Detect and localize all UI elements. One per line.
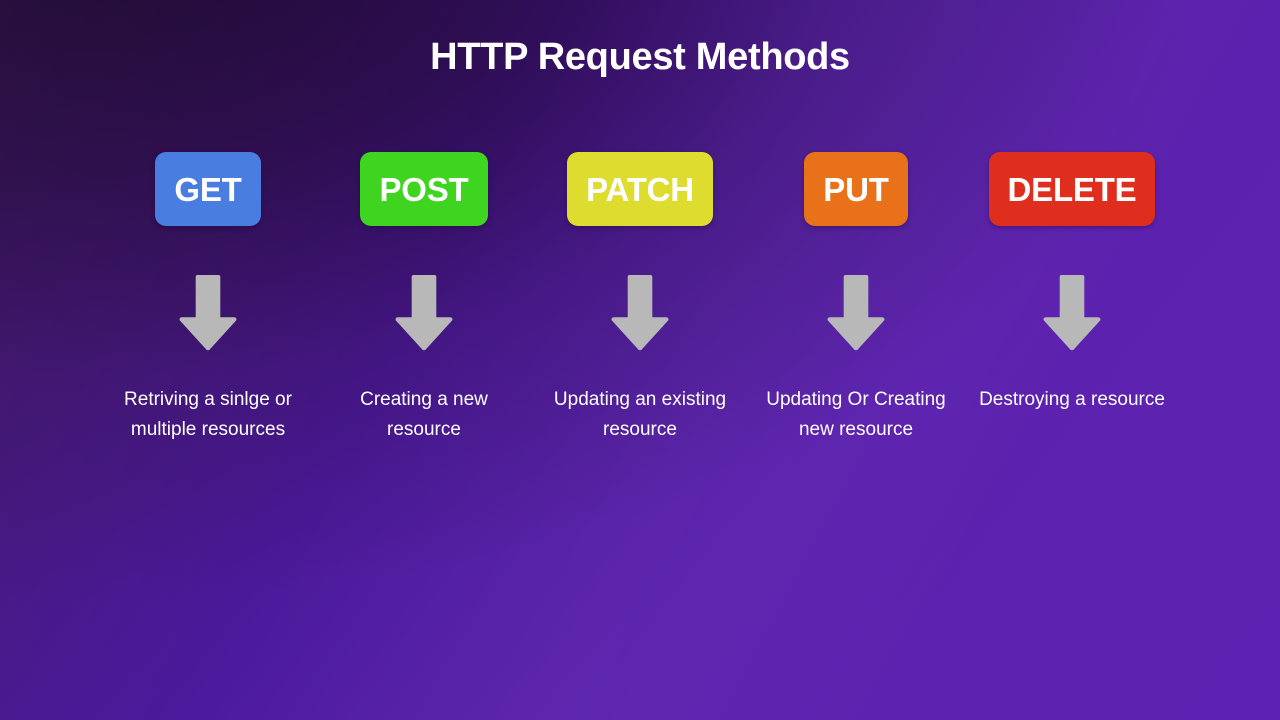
arrow-down-icon	[179, 275, 237, 351]
method-badge-label: DELETE	[1007, 170, 1137, 208]
method-badge-label: GET	[174, 170, 242, 208]
method-column-delete: DELETE Destroying a resource	[964, 152, 1180, 415]
method-description-delete: Destroying a resource	[979, 389, 1165, 410]
method-description-patch: Updating an existing resource	[553, 389, 727, 440]
method-badge-get[interactable]: GET	[155, 152, 261, 226]
method-badge-delete[interactable]: DELETE	[988, 152, 1156, 226]
method-badge-post[interactable]: POST	[360, 152, 488, 226]
method-badge-put[interactable]: PUT	[804, 152, 908, 226]
arrow-down-icon	[1043, 275, 1101, 351]
method-columns: GET Retriving a sinlge or multiple resou…	[0, 152, 1280, 445]
method-column-get: GET Retriving a sinlge or multiple resou…	[100, 152, 316, 445]
method-badge-patch[interactable]: PATCH	[567, 152, 713, 226]
method-badge-label: PATCH	[586, 170, 694, 208]
method-column-patch: PATCH Updating an existing resource	[532, 152, 748, 445]
arrow-down-icon	[827, 275, 885, 351]
method-badge-label: POST	[379, 170, 469, 208]
page-title: HTTP Request Methods	[430, 36, 850, 78]
method-description-put: Updating Or Creating new resource	[766, 389, 946, 440]
method-column-post: POST Creating a new resource	[316, 152, 532, 445]
method-description-get: Retriving a sinlge or multiple resources	[124, 389, 292, 440]
arrow-down-icon	[395, 275, 453, 351]
method-badge-label: PUT	[823, 170, 889, 208]
arrow-down-icon	[611, 275, 669, 351]
method-column-put: PUT Updating Or Creating new resource	[748, 152, 964, 445]
method-description-post: Creating a new resource	[360, 389, 488, 440]
